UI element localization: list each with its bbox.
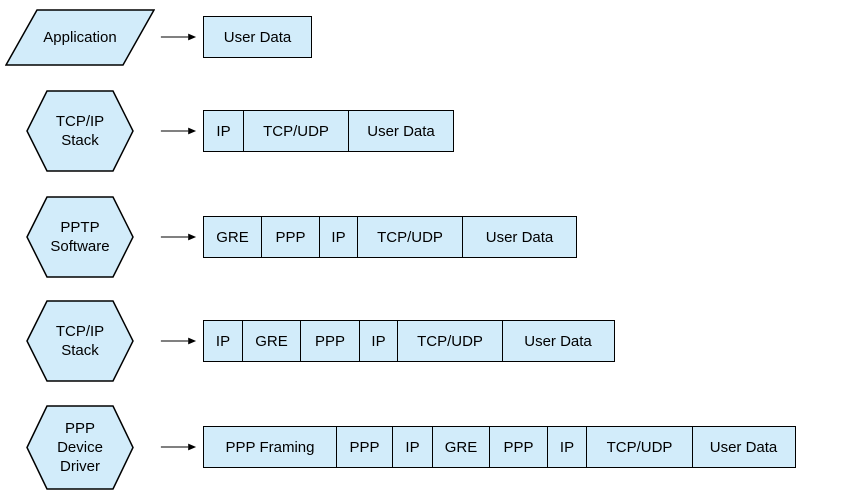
stage-label-line: Stack — [61, 342, 99, 359]
segment-box: IP — [392, 426, 433, 468]
stage-shape-polygon — [26, 196, 134, 278]
stage-label: TCP/IP Stack — [0, 90, 160, 172]
segment-box: User Data — [462, 216, 577, 258]
encapsulation-row: TCP/IP Stack IP TCP/UDP User Data — [0, 81, 454, 181]
segment-label: IP — [216, 122, 231, 140]
stage-shape-polygon — [26, 404, 134, 490]
segment-label: IP — [215, 332, 231, 350]
segment-box: TCP/UDP — [242, 110, 350, 152]
segment-box: GRE — [203, 216, 262, 258]
stage-label-line: Stack — [61, 132, 99, 149]
segment-box: TCP/UDP — [397, 320, 503, 362]
stage-shape-svg — [26, 90, 134, 172]
stage-shape: Application — [0, 8, 160, 66]
right-arrow-icon — [160, 231, 203, 243]
stage-shape-svg — [26, 196, 134, 278]
packet-segments: User Data — [203, 16, 312, 58]
right-arrow-svg — [160, 233, 197, 241]
stage-label: PPTP Software — [0, 196, 160, 278]
segment-box: IP — [319, 216, 358, 258]
segment-label: PPP — [314, 332, 345, 350]
segment-box: IP — [203, 110, 244, 152]
segment-box: IP — [546, 426, 588, 468]
stage-shape: TCP/IP Stack — [0, 300, 160, 382]
segment-box: TCP/UDP — [586, 426, 693, 468]
stage-label-line: PPTP — [60, 219, 100, 236]
segment-box: User Data — [348, 110, 454, 152]
stage-label-line: Device — [57, 438, 103, 456]
segment-box: User Data — [203, 16, 312, 58]
segment-label: TCP/UDP — [377, 228, 443, 246]
stage-shape-svg — [26, 404, 134, 490]
segment-label: PPP — [275, 228, 306, 246]
packet-segments: IP GRE PPP IP TCP/UDP User Data — [203, 320, 615, 362]
stage-shape-polygon — [26, 90, 134, 172]
segment-label: User Data — [223, 28, 292, 46]
right-arrow-icon — [160, 335, 203, 347]
segment-box: PPP — [335, 426, 394, 468]
segment-box: TCP/UDP — [356, 216, 464, 258]
stage-label-line: Software — [50, 238, 110, 255]
segment-label: User Data — [709, 438, 778, 456]
segment-box: PPP — [260, 216, 321, 258]
stage-shape: PPTP Software — [0, 196, 160, 278]
stage-shape-svg — [5, 8, 155, 66]
right-arrow-svg — [160, 443, 197, 451]
segment-label: IP — [405, 438, 420, 456]
segment-label: User Data — [485, 228, 554, 246]
stage-shape-svg — [26, 300, 134, 382]
segment-box: IP — [203, 320, 243, 362]
segment-label: IP — [371, 332, 386, 350]
right-arrow-icon — [160, 31, 203, 43]
segment-label: TCP/UDP — [417, 332, 483, 350]
stage-shape-polygon — [26, 300, 134, 382]
segment-label: TCP/UDP — [606, 438, 673, 456]
segment-box: GRE — [241, 320, 302, 362]
segment-box: PPP — [300, 320, 360, 362]
stage-label: TCP/IP Stack — [0, 300, 160, 382]
segment-box: PPP Framing — [203, 426, 337, 468]
segment-label: IP — [331, 228, 346, 246]
segment-label: IP — [559, 438, 575, 456]
segment-box: User Data — [501, 320, 615, 362]
packet-segments: IP TCP/UDP User Data — [203, 110, 454, 152]
stage-shape: TCP/IP Stack — [0, 90, 160, 172]
segment-label: GRE — [255, 332, 288, 350]
stage-label-line: TCP/IP — [55, 113, 105, 130]
segment-label: PPP Framing — [225, 438, 315, 456]
segment-box: IP — [358, 320, 399, 362]
stage-label-line: PPP — [64, 419, 95, 437]
segment-label: GRE — [444, 438, 478, 456]
right-arrow-svg — [160, 337, 197, 345]
segment-label: TCP/UDP — [263, 122, 329, 140]
packet-segments: PPP Framing PPP IP GRE PPP IP TCP/UDP User Data — [203, 426, 796, 468]
right-arrow-icon — [160, 125, 203, 137]
right-arrow-svg — [160, 127, 197, 135]
stage-label: Application — [0, 9, 160, 66]
segment-box: GRE — [431, 426, 491, 468]
segment-label: User Data — [367, 122, 435, 140]
stage-label-line: TCP/IP — [55, 323, 105, 340]
encapsulation-row: PPTP Software GRE PPP IP TCP/UDP User Data — [0, 187, 577, 287]
right-arrow-icon — [160, 441, 203, 453]
segment-label: PPP — [349, 438, 380, 456]
right-arrow-svg — [160, 33, 197, 41]
packet-segments: GRE PPP IP TCP/UDP User Data — [203, 216, 577, 258]
stage-shape-polygon — [5, 8, 155, 66]
segment-label: PPP — [503, 438, 534, 456]
segment-box: User Data — [691, 426, 796, 468]
segment-box: PPP — [489, 426, 548, 468]
stage-label-line: Driver — [60, 457, 100, 475]
segment-label: GRE — [216, 228, 249, 246]
encapsulation-row: Application User Data — [0, 0, 312, 87]
encapsulation-row: TCP/IP Stack IP GRE PPP IP TCP/UDP User Data — [0, 291, 615, 391]
stage-label-line: Application — [43, 28, 117, 46]
segment-label: User Data — [524, 332, 592, 350]
